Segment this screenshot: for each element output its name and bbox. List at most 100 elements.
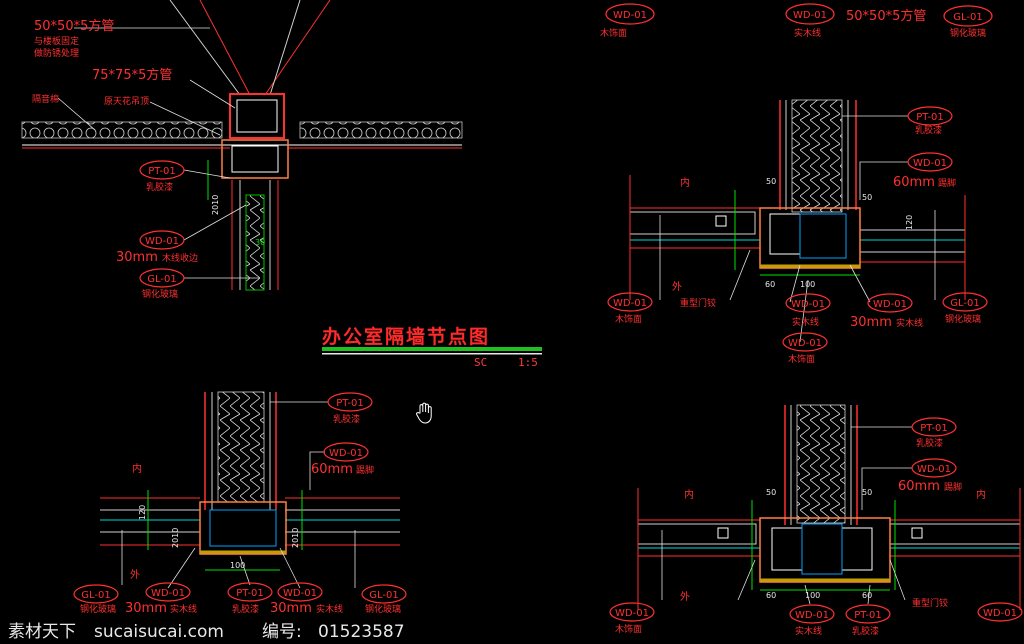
tag-pt-01-double-bottom: PT-01 xyxy=(845,604,891,624)
svg-text:WD-01: WD-01 xyxy=(791,299,825,310)
svg-text:外: 外 xyxy=(130,569,140,581)
svg-text:实木线: 实木线 xyxy=(795,625,822,637)
svg-text:WD-01: WD-01 xyxy=(793,10,827,21)
detail-door-jamb-right: 100 60 50 50 120 xyxy=(629,99,966,343)
svg-text:乳胶漆: 乳胶漆 xyxy=(333,413,360,425)
svg-text:WD-01: WD-01 xyxy=(615,608,649,619)
tag-wd-01-jamb-30mm: WD-01 xyxy=(867,293,913,313)
svg-text:50: 50 xyxy=(862,488,872,497)
svg-text:与楼板固定: 与楼板固定 xyxy=(34,35,79,47)
tag-wd-01-top-a: WD-01 xyxy=(605,3,655,25)
svg-text:WD-01: WD-01 xyxy=(983,608,1017,619)
svg-text:乳胶漆: 乳胶漆 xyxy=(916,437,943,449)
svg-text:钢化玻璃: 钢化玻璃 xyxy=(80,603,116,615)
svg-text:实木线: 实木线 xyxy=(170,603,197,615)
svg-text:60: 60 xyxy=(765,280,775,289)
annotations: 50*50*5方管 与楼板固定 做防锈处理 75*75*5方管 隔音棉 原天花吊… xyxy=(32,8,986,637)
pan-hand-cursor-icon[interactable] xyxy=(414,402,434,424)
svg-text:30mm: 30mm xyxy=(116,250,158,265)
svg-text:WD-01: WD-01 xyxy=(151,588,185,599)
svg-text:踢脚: 踢脚 xyxy=(356,465,374,476)
tag-gl-01-top-right: GL-01 xyxy=(943,5,993,27)
svg-text:WD-01: WD-01 xyxy=(329,448,363,459)
tag-pt-01-joint-bottom: PT-01 xyxy=(227,582,273,602)
svg-text:实木线: 实木线 xyxy=(896,317,923,329)
svg-text:内: 内 xyxy=(976,488,986,501)
watermark-brand: 素材天下 xyxy=(8,622,76,642)
svg-text:PT-01: PT-01 xyxy=(920,423,948,434)
tag-wd-01-double-right: WD-01 xyxy=(977,602,1023,622)
drawing-title: 办公室隔墙节点图 xyxy=(322,326,491,348)
svg-text:重型门铰: 重型门铰 xyxy=(680,297,716,309)
svg-text:GL-01: GL-01 xyxy=(950,298,979,309)
svg-text:木饰面: 木饰面 xyxy=(788,353,815,365)
svg-text:WD-01: WD-01 xyxy=(145,236,179,247)
svg-text:外: 外 xyxy=(672,281,682,293)
svg-text:PT-01: PT-01 xyxy=(854,610,882,621)
tag-gl-01-joint-right: GL-01 xyxy=(361,584,407,604)
tag-pt-01-joint: PT-01 xyxy=(327,392,373,412)
svg-text:PT-01: PT-01 xyxy=(336,398,364,409)
svg-text:60mm: 60mm xyxy=(311,462,353,477)
svg-text:外: 外 xyxy=(680,591,690,603)
svg-text:2010: 2010 xyxy=(291,528,300,548)
svg-text:30mm: 30mm xyxy=(850,315,892,330)
tag-wd-01-double-solid: WD-01 xyxy=(789,604,835,624)
tag-gl-01-joint-left: GL-01 xyxy=(73,584,119,604)
svg-text:实木线: 实木线 xyxy=(316,603,343,615)
tag-pt-01-double: PT-01 xyxy=(911,417,957,437)
svg-text:做防锈处理: 做防锈处理 xyxy=(34,47,79,59)
svg-text:木饰面: 木饰面 xyxy=(600,27,627,39)
svg-text:60: 60 xyxy=(766,591,776,600)
svg-text:钢化玻璃: 钢化玻璃 xyxy=(950,27,986,39)
svg-text:120: 120 xyxy=(138,505,147,520)
svg-text:50: 50 xyxy=(766,177,776,186)
svg-text:50*50*5方管: 50*50*5方管 xyxy=(846,8,926,24)
svg-text:内: 内 xyxy=(132,462,142,475)
svg-text:GL-01: GL-01 xyxy=(953,12,982,23)
svg-text:50*50*5方管: 50*50*5方管 xyxy=(34,18,114,34)
svg-text:WD-01: WD-01 xyxy=(788,338,822,349)
tag-gl-01-jamb: GL-01 xyxy=(942,292,988,312)
svg-text:GL-01: GL-01 xyxy=(369,590,398,601)
svg-text:30mm: 30mm xyxy=(270,601,312,616)
svg-text:30mm: 30mm xyxy=(125,601,167,616)
svg-text:WD-01: WD-01 xyxy=(873,299,907,310)
svg-text:60mm: 60mm xyxy=(898,479,940,494)
tag-wd-01-joint-a: WD-01 xyxy=(145,582,191,602)
watermark-code: 01523587 xyxy=(318,622,405,642)
svg-text:2010: 2010 xyxy=(211,195,220,215)
tag-wd-01-jamb-veneer: WD-01 xyxy=(607,292,653,312)
svg-text:WD-01: WD-01 xyxy=(613,298,647,309)
tag-wd-01-jamb-veneer-2: WD-01 xyxy=(782,332,828,352)
tag-pt-01-jamb: PT-01 xyxy=(907,106,953,126)
tag-wd-01-jamb-skirting: WD-01 xyxy=(907,152,953,172)
svg-text:原天花吊顶: 原天花吊顶 xyxy=(104,95,149,107)
tag-wd-01-double-veneer: WD-01 xyxy=(609,602,655,622)
svg-text:钢化玻璃: 钢化玻璃 xyxy=(365,603,401,615)
svg-text:WD-01: WD-01 xyxy=(613,10,647,21)
scale-label: SC xyxy=(474,356,488,369)
tag-pt-01-ceiling: PT-01 xyxy=(139,160,185,180)
detail-ceiling-section: 2010 30 xyxy=(21,0,463,291)
svg-text:100: 100 xyxy=(805,591,820,600)
svg-text:2010: 2010 xyxy=(171,528,180,548)
svg-text:GL-01: GL-01 xyxy=(147,274,176,285)
svg-text:WD-01: WD-01 xyxy=(283,588,317,599)
tag-wd-01-jamb-solid: WD-01 xyxy=(785,293,831,313)
svg-text:WD-01: WD-01 xyxy=(795,610,829,621)
detail-double-door-right: 60 100 60 50 50 xyxy=(637,404,1021,610)
svg-text:木饰面: 木饰面 xyxy=(615,313,642,325)
svg-text:30: 30 xyxy=(255,238,265,247)
tag-wd-01-joint-b: WD-01 xyxy=(277,582,323,602)
svg-text:踢脚: 踢脚 xyxy=(938,178,956,189)
svg-text:GL-01: GL-01 xyxy=(81,590,110,601)
tag-wd-01-double-skirting: WD-01 xyxy=(911,458,957,478)
title-underline-thick xyxy=(322,347,542,351)
svg-text:100: 100 xyxy=(230,561,245,570)
svg-text:踢脚: 踢脚 xyxy=(944,482,962,493)
svg-text:木线收边: 木线收边 xyxy=(162,252,198,264)
svg-text:实木线: 实木线 xyxy=(794,27,821,39)
svg-text:钢化玻璃: 钢化玻璃 xyxy=(142,288,178,300)
